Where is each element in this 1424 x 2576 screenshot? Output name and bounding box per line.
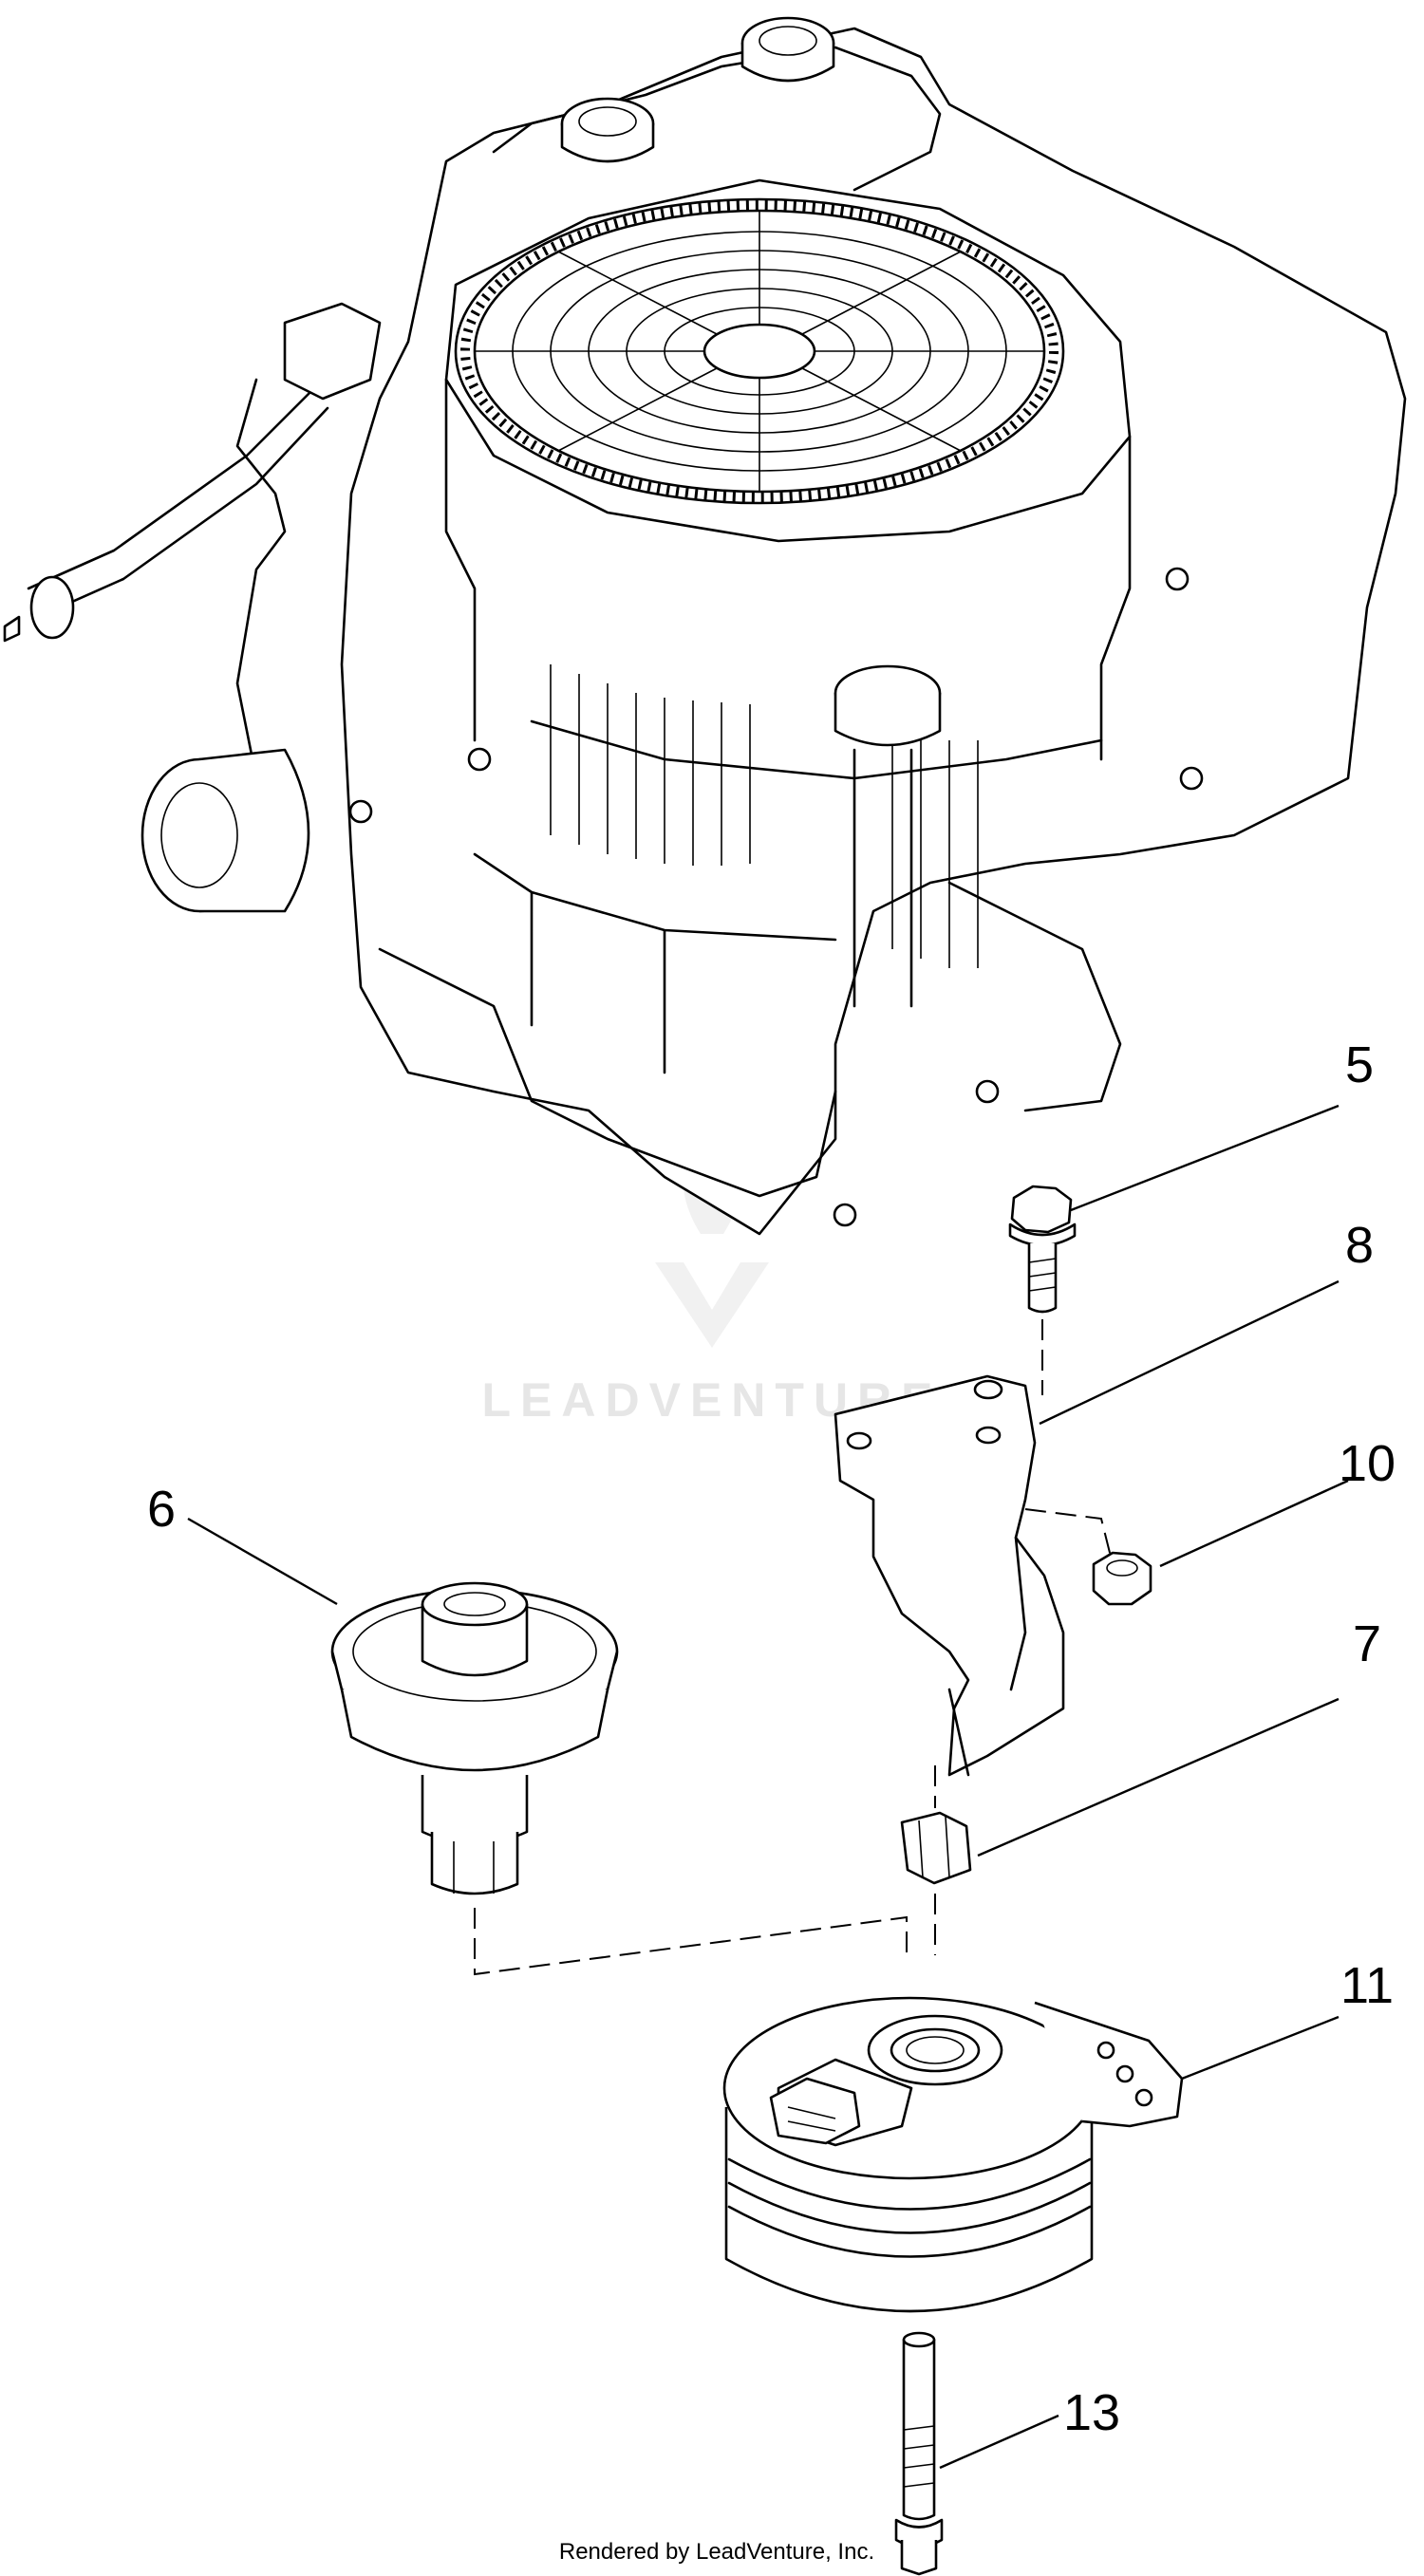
callout-10: 10 — [1339, 1435, 1396, 1492]
throttle-linkage — [3, 302, 382, 856]
filler-cap-left-icon — [560, 97, 655, 163]
part-13-long-bolt — [894, 2331, 944, 2576]
footer-credit: Rendered by LeadVenture, Inc. — [559, 2539, 874, 2565]
part-6-pulley — [330, 1581, 619, 1895]
callout-13: 13 — [1063, 2384, 1120, 2441]
callout-5: 5 — [1345, 1036, 1374, 1093]
callout-8: 8 — [1345, 1217, 1374, 1274]
callout-11: 11 — [1340, 1957, 1394, 2014]
air-filter-knob — [141, 748, 310, 913]
part-11-clutch — [722, 1996, 1184, 2313]
callouts: 5 8 10 6 7 11 13 — [147, 1036, 1396, 2441]
callout-7: 7 — [1353, 1615, 1381, 1672]
leader-lines — [187, 1104, 1349, 2470]
filler-cap-right-icon — [740, 16, 835, 83]
part-5-bolt — [1008, 1185, 1077, 1395]
engine — [3, 16, 1407, 1236]
flywheel-screen — [454, 197, 1065, 505]
callout-6: 6 — [147, 1481, 176, 1538]
part-8-bracket — [834, 1374, 1112, 1777]
part-10-nut — [1092, 1551, 1152, 1606]
oil-fill-tube — [834, 664, 942, 1008]
part-7-key — [900, 1765, 972, 1885]
